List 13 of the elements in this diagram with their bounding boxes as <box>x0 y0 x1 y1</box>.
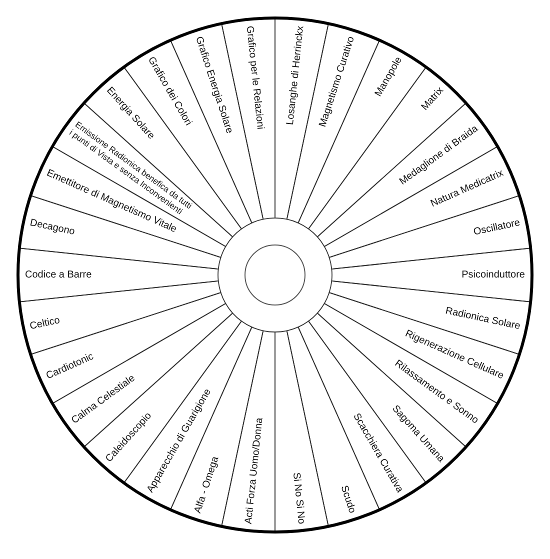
sector-label: Oscillatore <box>472 217 521 238</box>
sector-label: Celtico <box>29 314 62 333</box>
sector-label: Acti Forza Uomo/Donna <box>243 416 266 524</box>
sector-label: Si No Si No <box>290 472 307 524</box>
sector-label: Scudo <box>338 484 358 515</box>
sector-label: Grafico Energia Solare <box>192 35 234 136</box>
sector-label: Grafico per le Relazioni <box>243 26 266 130</box>
sector-label: Codice a Barre <box>25 269 92 281</box>
sector-label: Psicoinduttore <box>462 269 525 281</box>
sector-label: Losanghe di Herrinckx <box>285 26 307 126</box>
sector-label: Alfa - Omega <box>192 454 222 515</box>
sector-label: Decagono <box>29 217 76 238</box>
sector-label: Radionica Solare <box>444 306 521 332</box>
